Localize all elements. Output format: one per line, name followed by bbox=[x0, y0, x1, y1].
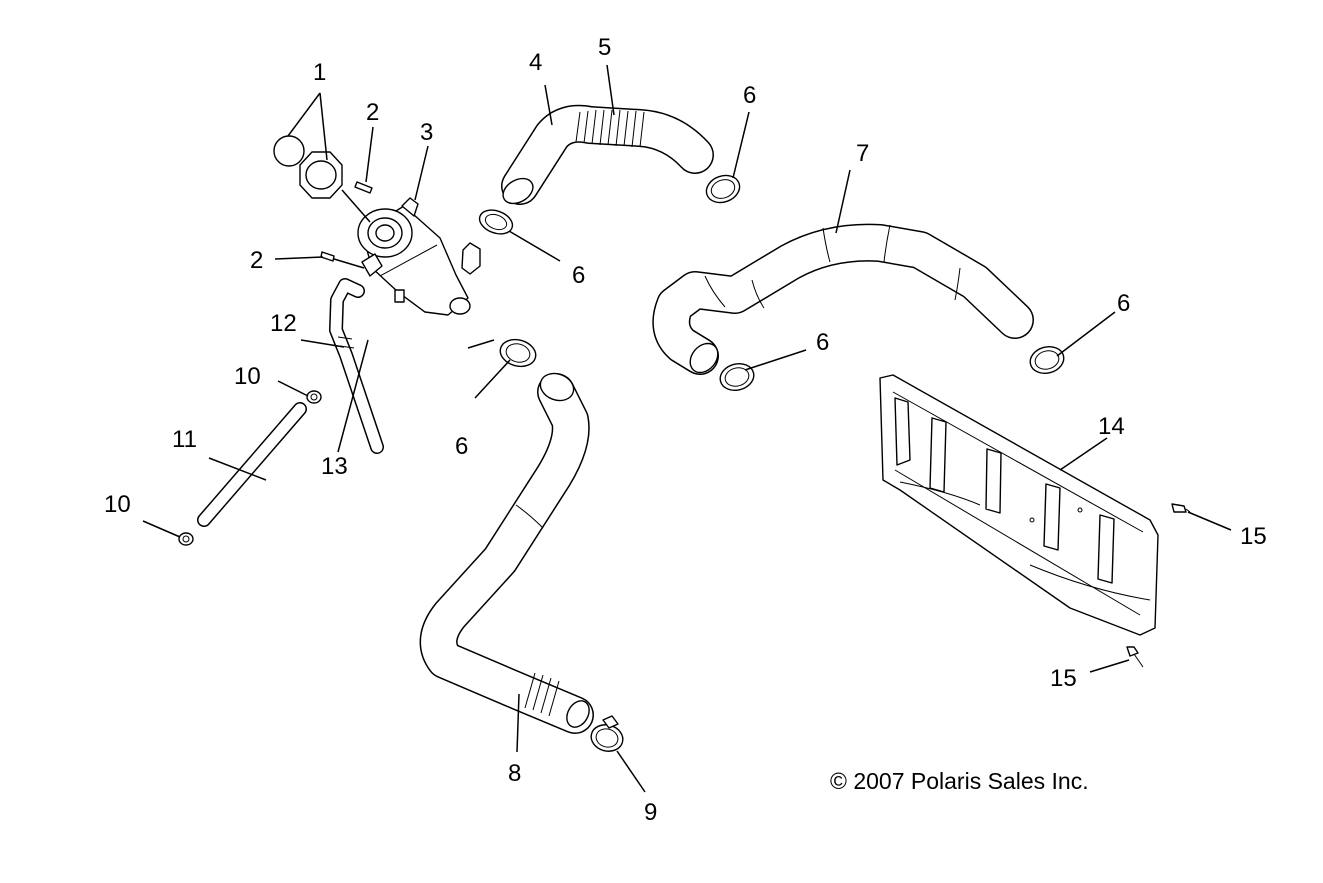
clamp-lower bbox=[590, 715, 624, 752]
radiator-cap bbox=[273, 135, 343, 199]
copyright-notice: © 2007 Polaris Sales Inc. bbox=[830, 768, 1089, 794]
lower-hose bbox=[419, 372, 594, 734]
callout-3: 3 bbox=[420, 119, 433, 146]
clamp-tank-top bbox=[478, 209, 514, 235]
callout-13: 13 bbox=[321, 453, 348, 480]
callout-6-upper-right: 6 bbox=[743, 82, 756, 109]
callout-4: 4 bbox=[529, 49, 542, 76]
upper-hose bbox=[501, 104, 714, 205]
callout-2-middle: 2 bbox=[250, 247, 263, 274]
callout-6-tank-top: 6 bbox=[572, 262, 585, 289]
plug-lower bbox=[178, 532, 194, 546]
callout-6-right-hose-right: 6 bbox=[1117, 290, 1130, 317]
callout-10-lower: 10 bbox=[104, 491, 131, 518]
callout-labels: 1 2 3 2 4 5 6 6 7 6 6 12 10 13 6 11 10 1… bbox=[104, 34, 1267, 826]
radiator-shroud bbox=[879, 374, 1159, 636]
callout-11: 11 bbox=[172, 426, 197, 453]
callout-2-top: 2 bbox=[366, 99, 379, 126]
leader-lines bbox=[142, 64, 1232, 793]
clamp-right-hose-left bbox=[719, 362, 755, 392]
clamp-right-hose-right bbox=[1029, 345, 1065, 375]
callout-12: 12 bbox=[270, 310, 297, 337]
callout-1: 1 bbox=[313, 59, 326, 86]
callout-15-bottom: 15 bbox=[1050, 665, 1077, 692]
fastener-right bbox=[1171, 503, 1191, 513]
plug-upper bbox=[306, 390, 322, 404]
coolant-tank bbox=[357, 197, 481, 316]
callout-6-tank-bottom: 6 bbox=[455, 433, 468, 460]
callout-5: 5 bbox=[598, 34, 611, 61]
overflow-tube bbox=[329, 278, 384, 454]
fastener-bottom bbox=[1126, 646, 1144, 668]
straight-tube bbox=[197, 402, 307, 527]
screw-top bbox=[354, 181, 373, 194]
callout-7: 7 bbox=[856, 140, 869, 167]
callout-14: 14 bbox=[1098, 413, 1125, 440]
right-hose bbox=[652, 223, 1034, 375]
screw-middle bbox=[320, 251, 335, 262]
callout-6-right-hose-left: 6 bbox=[816, 329, 829, 356]
callout-8: 8 bbox=[508, 760, 521, 787]
clamp-tank-bottom bbox=[499, 338, 537, 368]
callout-10-upper: 10 bbox=[234, 363, 261, 390]
clamp-upper-right bbox=[705, 174, 741, 204]
callout-9: 9 bbox=[644, 799, 657, 826]
callout-15-right: 15 bbox=[1240, 523, 1267, 550]
